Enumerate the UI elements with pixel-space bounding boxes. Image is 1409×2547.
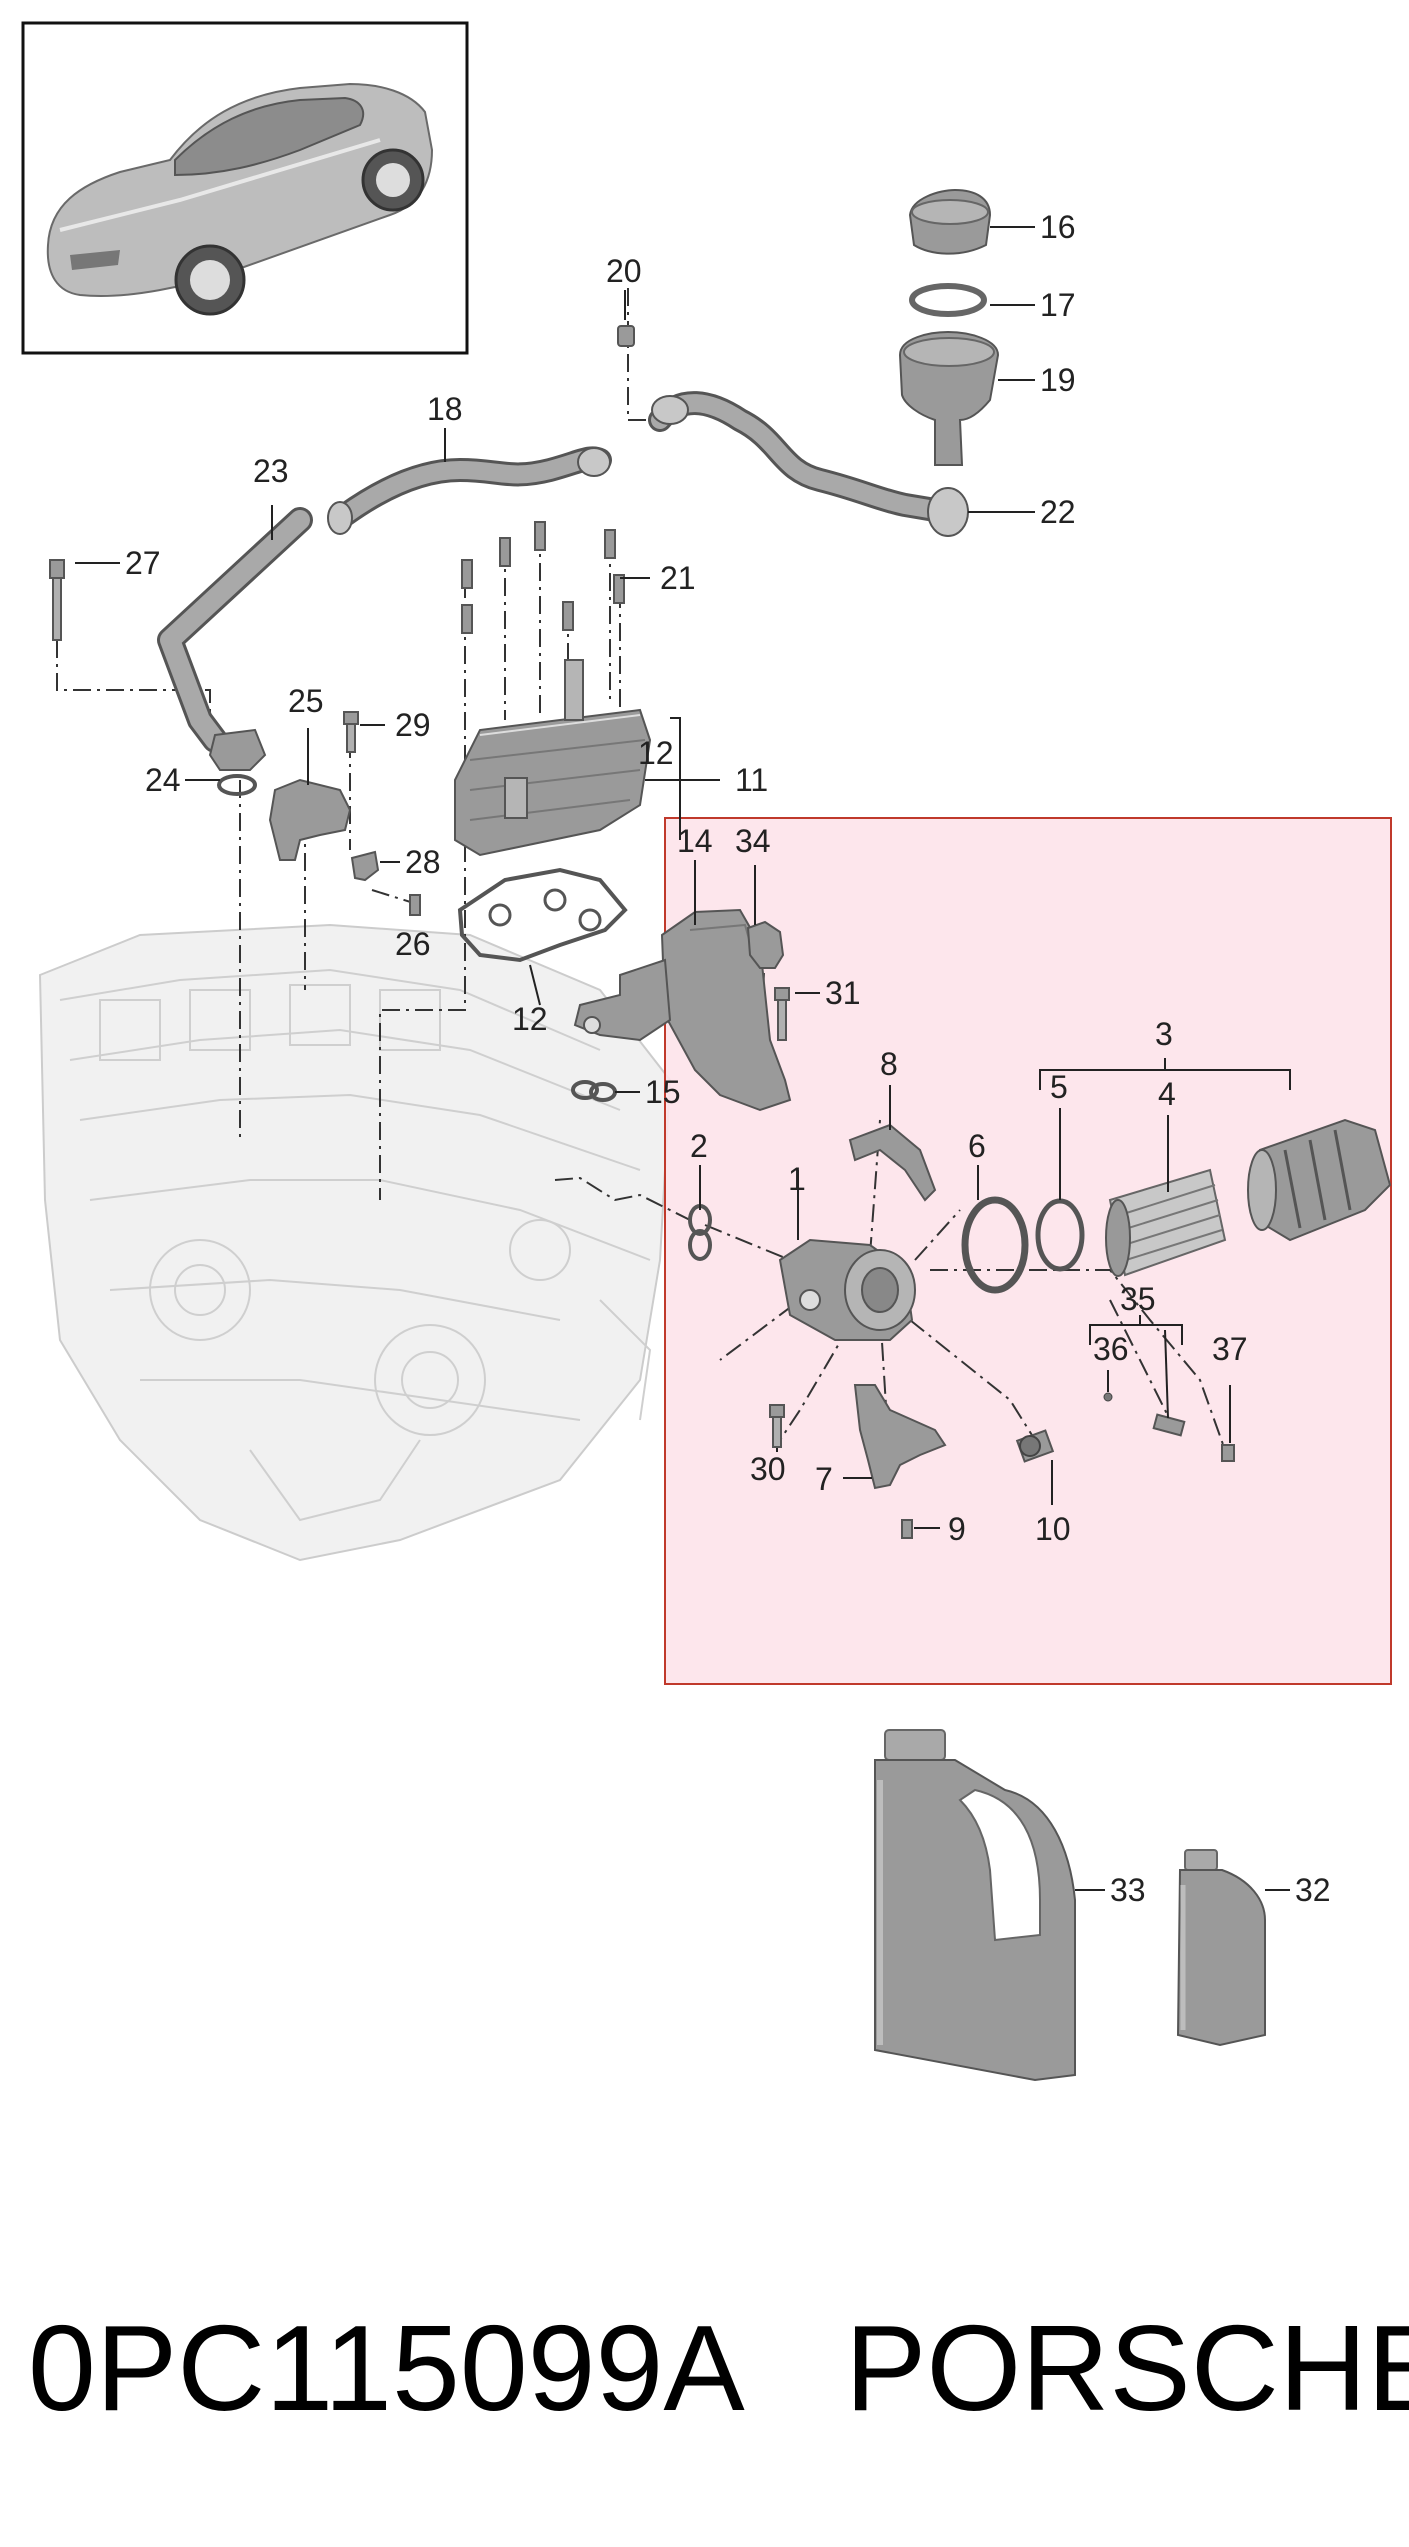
callout-21: 21 <box>660 560 696 596</box>
clip <box>350 850 380 882</box>
callout-23: 23 <box>253 453 289 489</box>
seal-ring <box>909 283 987 317</box>
callout-labels: 16 17 19 22 20 18 23 27 21 25 29 12 11 2… <box>125 209 1331 1908</box>
callout-18: 18 <box>427 391 463 427</box>
callout-33: 33 <box>1110 1872 1146 1908</box>
callout-12-top: 12 <box>638 735 674 771</box>
cooler-gasket <box>457 867 628 963</box>
car-thumbnail <box>21 21 469 355</box>
lower-cover <box>853 1384 947 1490</box>
oil-sensor <box>1015 1429 1055 1463</box>
callout-12-bottom: 12 <box>512 1001 548 1037</box>
long-bolt <box>49 559 65 641</box>
callout-8: 8 <box>880 1046 898 1082</box>
drain-plug <box>1221 1444 1235 1462</box>
callout-30: 30 <box>750 1451 786 1487</box>
breather-pipe <box>157 507 313 753</box>
callout-16: 16 <box>1040 209 1076 245</box>
callout-10: 10 <box>1035 1511 1071 1547</box>
small-nut <box>617 325 635 347</box>
brand-name: PORSCHE <box>845 2300 1409 2436</box>
callout-36: 36 <box>1093 1331 1129 1367</box>
engine-block-outline <box>38 923 672 1562</box>
oil-filter-element <box>1105 1168 1227 1277</box>
callout-6: 6 <box>968 1128 986 1164</box>
breather-hose-left <box>327 446 612 535</box>
oil-filter-cap <box>1247 1118 1392 1242</box>
callout-32: 32 <box>1295 1872 1331 1908</box>
callout-26: 26 <box>395 926 431 962</box>
bracket-bolt <box>343 711 359 753</box>
callout-15: 15 <box>645 1074 681 1110</box>
filler-neck <box>898 330 1000 466</box>
callout-17: 17 <box>1040 287 1076 323</box>
callout-29: 29 <box>395 707 431 743</box>
housing-clip <box>746 920 785 969</box>
callout-20: 20 <box>606 253 642 289</box>
car-icon <box>46 82 434 316</box>
callout-25: 25 <box>288 683 324 719</box>
callout-37: 37 <box>1212 1331 1248 1367</box>
callout-34: 34 <box>735 823 771 859</box>
callout-31: 31 <box>825 975 861 1011</box>
breather-hose-right <box>648 391 969 537</box>
callout-9: 9 <box>948 1511 966 1547</box>
filter-clamp <box>848 1123 937 1202</box>
cover-screw <box>901 1519 913 1539</box>
small-screw <box>409 894 421 916</box>
oil-filler-cap <box>908 188 992 255</box>
callout-7: 7 <box>815 1461 833 1497</box>
head-bolt <box>769 1404 785 1448</box>
callout-5: 5 <box>1050 1069 1068 1105</box>
callout-24: 24 <box>145 762 181 798</box>
filter-o-ring <box>1035 1198 1085 1272</box>
callout-4: 4 <box>1158 1076 1176 1112</box>
pipe-flange <box>208 728 267 771</box>
callout-2: 2 <box>690 1128 708 1164</box>
callout-27: 27 <box>125 545 161 581</box>
oil-container-large <box>874 1729 1076 2082</box>
callout-3: 3 <box>1155 1016 1173 1052</box>
callout-22: 22 <box>1040 494 1076 530</box>
small-plug <box>1103 1392 1113 1402</box>
oil-bottle-small <box>1176 1849 1266 2047</box>
callout-11: 11 <box>735 762 768 798</box>
callout-35: 35 <box>1120 1281 1156 1317</box>
large-seal-ring <box>961 1196 1029 1294</box>
check-valve <box>1152 1413 1186 1437</box>
oil-filter-head <box>778 1238 916 1341</box>
part-number: 0PC115099A <box>28 2300 745 2436</box>
callout-28: 28 <box>405 844 441 880</box>
mounting-bracket <box>268 778 352 861</box>
callout-14: 14 <box>677 823 713 859</box>
oil-cooler <box>454 659 652 857</box>
callout-1: 1 <box>788 1161 806 1197</box>
callout-19: 19 <box>1040 362 1076 398</box>
housing-bolt <box>774 987 790 1041</box>
cooler-bolts <box>461 521 625 634</box>
o-ring <box>217 774 257 796</box>
leader-lines <box>75 226 1291 1891</box>
